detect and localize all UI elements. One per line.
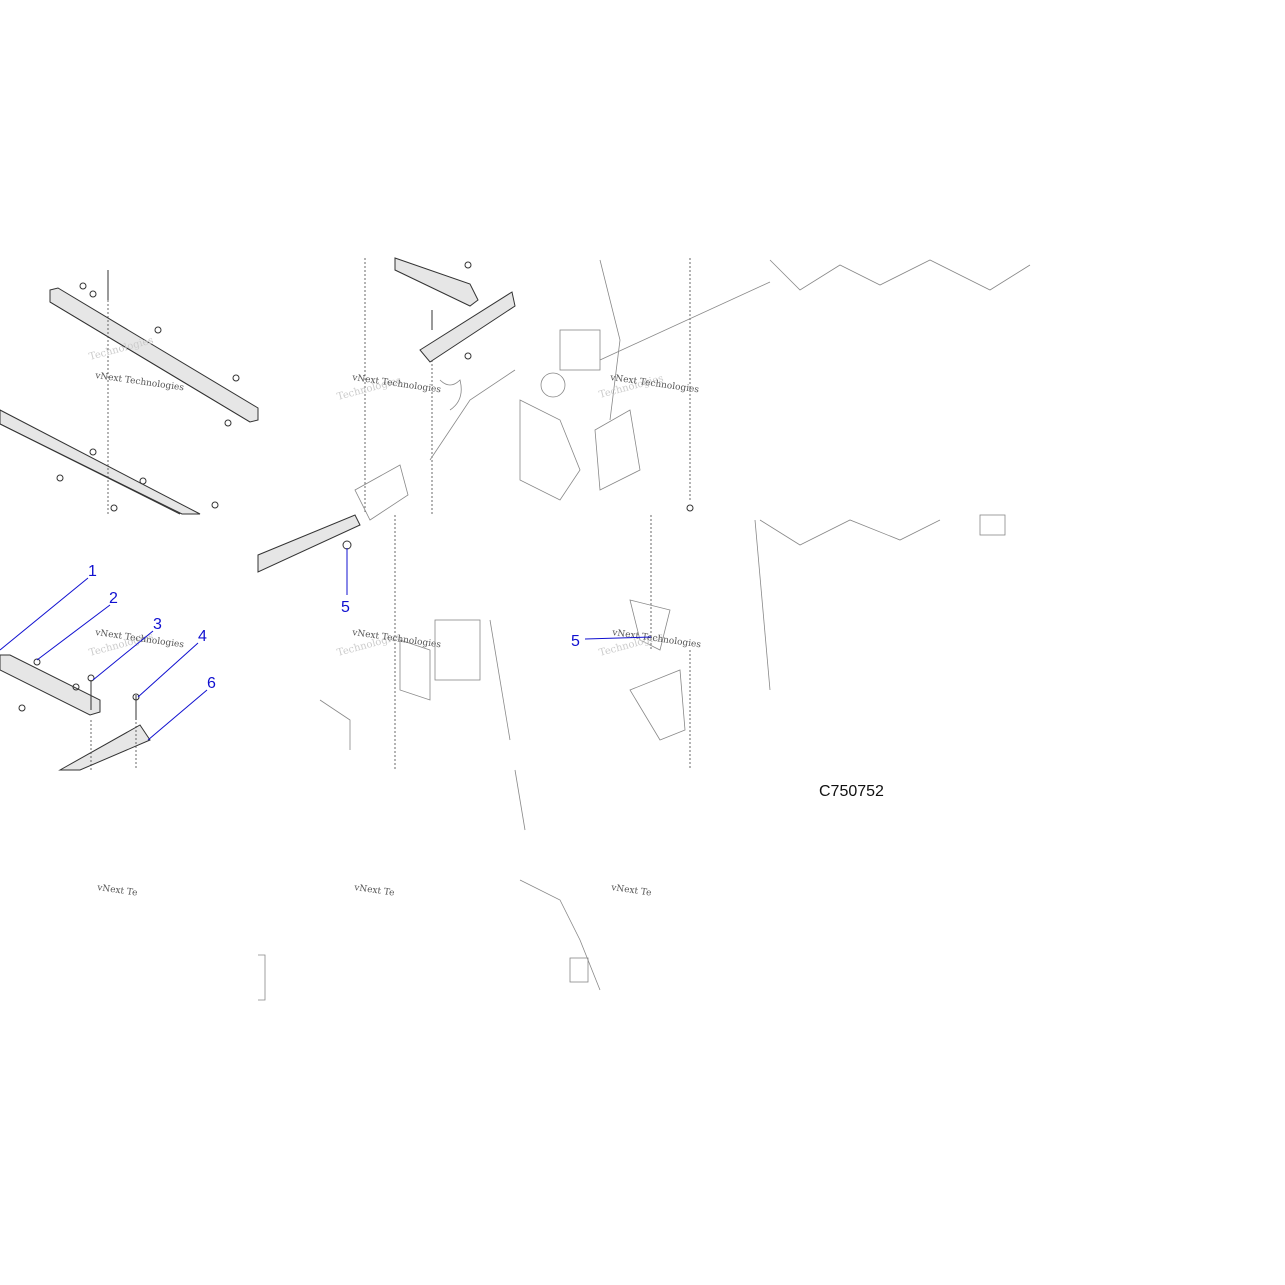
top-middle-frame bbox=[364, 257, 516, 514]
top-left-beams bbox=[0, 270, 259, 515]
callout-1: 1 bbox=[88, 563, 97, 580]
callout-labels: 1 2 3 4 5 5 6 bbox=[88, 563, 580, 692]
mid-left-beams bbox=[0, 654, 151, 771]
top-right-chassis bbox=[519, 258, 1031, 512]
mid-center-frame bbox=[257, 464, 511, 770]
callout-3: 3 bbox=[153, 616, 162, 633]
svg-text:vNext Te: vNext Te bbox=[353, 883, 395, 899]
callout-6: 6 bbox=[207, 675, 216, 692]
callout-4: 4 bbox=[198, 628, 207, 645]
mid-right-frame bbox=[629, 514, 1006, 770]
svg-text:vNext Te: vNext Te bbox=[610, 883, 652, 899]
callout-5a: 5 bbox=[341, 599, 350, 616]
callout-2: 2 bbox=[109, 590, 118, 607]
leader-lines bbox=[0, 548, 652, 741]
svg-text:vNext Te: vNext Te bbox=[96, 883, 138, 899]
bottom-faint-details bbox=[258, 769, 601, 1001]
drawing-code: C750752 bbox=[819, 783, 884, 800]
callout-5b: 5 bbox=[571, 633, 580, 650]
